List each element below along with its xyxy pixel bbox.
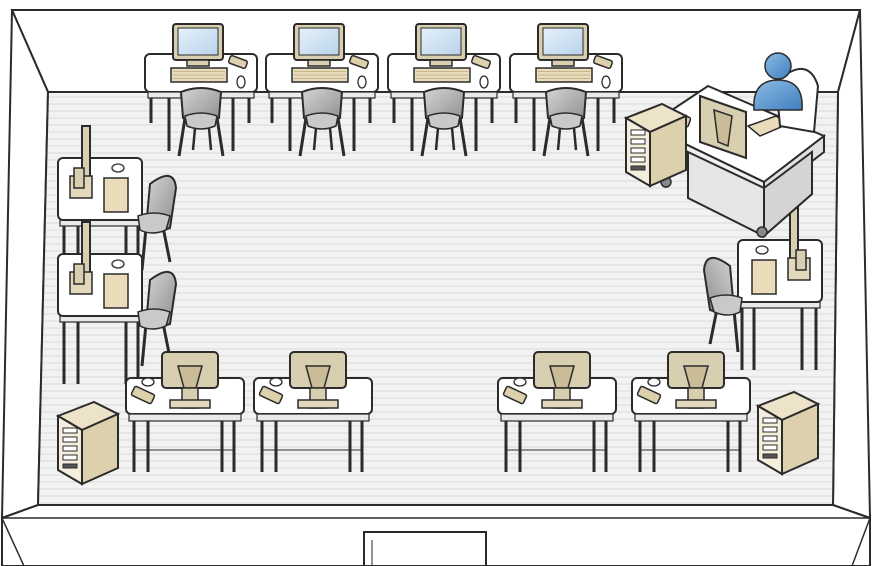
monitor-icon	[290, 352, 346, 408]
mouse-icon	[756, 246, 768, 254]
mouse-icon	[237, 76, 245, 88]
keyboard-icon	[414, 68, 470, 82]
monitor-icon	[534, 352, 590, 408]
mouse-icon	[112, 260, 124, 268]
mouse-icon	[602, 76, 610, 88]
monitor-icon	[416, 24, 466, 66]
monitor-icon	[668, 352, 724, 408]
pc-tower-icon-3	[626, 104, 686, 186]
mouse-icon	[514, 378, 526, 386]
monitor-icon	[173, 24, 223, 66]
monitor-icon	[162, 352, 218, 408]
mouse-icon	[480, 76, 488, 88]
keyboard-icon	[536, 68, 592, 82]
keyboard-icon	[752, 260, 776, 294]
mouse-icon	[648, 378, 660, 386]
mouse-icon	[142, 378, 154, 386]
keyboard-icon	[171, 68, 227, 82]
monitor-icon	[294, 24, 344, 66]
keyboard-icon	[292, 68, 348, 82]
mouse-icon	[112, 164, 124, 172]
monitor-icon	[538, 24, 588, 66]
pc-tower-icon-2	[758, 392, 818, 474]
mouse-icon	[358, 76, 366, 88]
mouse-icon	[270, 378, 282, 386]
right-wall	[833, 10, 870, 518]
pc-tower-icon-1	[58, 402, 118, 484]
keyboard-icon	[104, 178, 128, 212]
door-icon	[364, 532, 486, 566]
keyboard-icon	[104, 274, 128, 308]
